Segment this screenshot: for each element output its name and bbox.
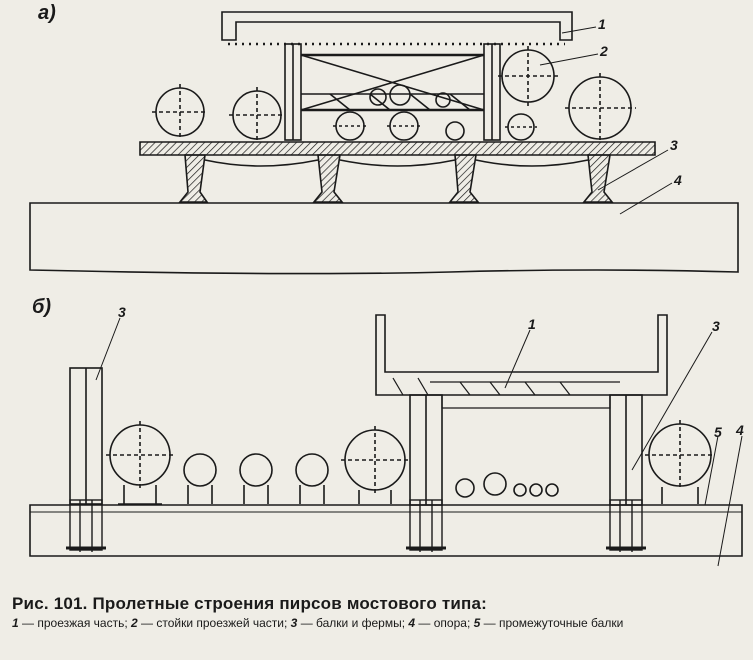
panel-b-drawing [29, 314, 743, 567]
legend-text-4: — опора; [415, 616, 474, 630]
panel-a-drawing [29, 11, 739, 275]
caption-legend: 1 — проезжая часть; 2 — стойки проезжей … [12, 616, 742, 630]
support-a [29, 202, 739, 275]
callout-b-1: 1 [528, 316, 536, 332]
legend-num-4: 4 [408, 616, 416, 630]
legend-text-5: — промежуточные балки [480, 616, 624, 630]
legend-num-3: 3 [290, 616, 298, 630]
callout-b-3-right: 3 [712, 318, 720, 334]
roadway-b [375, 314, 668, 396]
callout-b-5: 5 [714, 424, 722, 440]
figure-caption: Рис. 101. Пролетные строения пирсов мост… [12, 594, 742, 630]
legend-text-3: — балки и фермы; [297, 616, 409, 630]
caption-title: Рис. 101. Пролетные строения пирсов мост… [12, 594, 488, 613]
panel-a-label: а) [38, 2, 56, 24]
callout-b-3-left: 3 [118, 304, 126, 320]
callout-a-3: 3 [670, 137, 678, 153]
legend-text-2: — стойки проезжей части; [137, 616, 291, 630]
panel-b-label: б) [32, 296, 52, 318]
legend-num-1: 1 [12, 616, 19, 630]
girder-a-4 [582, 154, 614, 203]
anchor-bolts-b [66, 499, 646, 552]
legend-num-5: 5 [473, 616, 481, 630]
pipes-a [152, 46, 636, 143]
support-b [29, 504, 743, 557]
roadway-a [221, 11, 573, 41]
pipes-b [106, 420, 715, 505]
deck-slab-a [139, 141, 656, 156]
girder-a-2 [312, 154, 344, 203]
callout-a-2: 2 [600, 43, 608, 59]
callout-a-1: 1 [598, 16, 606, 32]
girder-a-3 [448, 154, 480, 203]
callout-b-4: 4 [736, 422, 744, 438]
callout-a-4: 4 [674, 172, 682, 188]
legend-num-2: 2 [131, 616, 138, 630]
technical-drawing [29, 11, 743, 567]
girder-a-1 [178, 154, 209, 203]
legend-text-1: — проезжая часть; [18, 616, 131, 630]
